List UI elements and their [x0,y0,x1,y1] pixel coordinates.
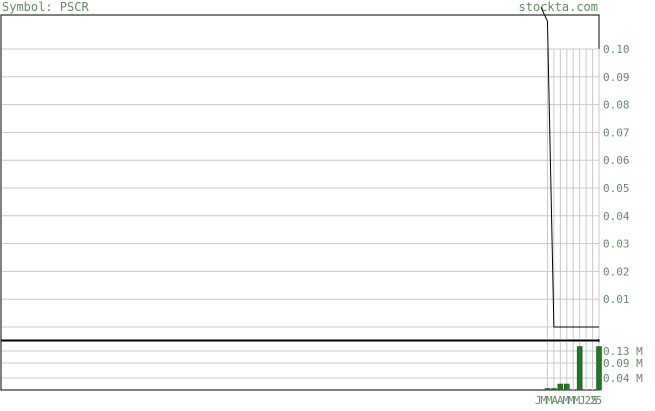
price-tick-label: 0.01 [603,293,630,306]
x-tick-label: M [568,394,575,406]
price-panel: 0.10 0.09 0.08 0.07 0.06 0.05 0.04 0.03 0.02 0.01 [0,7,630,341]
volume-frame [0,340,600,391]
x-tick-label: J [579,394,586,406]
volume-bar [557,383,564,391]
price-tick-label: 0.08 [603,99,630,112]
price-frame [0,14,600,341]
price-line [540,7,599,328]
site-label: stockta.com [519,0,598,14]
price-tick-label: 0.09 [603,71,630,84]
volume-bar [596,346,602,391]
symbol-label: Symbol: PSCR [2,0,89,14]
x-tick-label: M [563,394,570,406]
price-tick-label: 0.03 [603,238,630,251]
x-tick-label: J [535,394,542,406]
x-tick-label: M [541,394,548,406]
price-tick-label: 0.10 [603,43,630,56]
x-tick-label: A [552,394,559,406]
price-tick-label: 0.07 [603,126,630,139]
volume-bar [564,383,570,391]
x-tick-label: A [557,394,564,406]
volume-tick-label: 0.09 M [603,357,643,370]
x-tick-label: M [574,394,581,406]
price-tick-label: 0.04 [603,210,630,223]
volume-panel: 0.13 M0.09 M 0.04 M [0,340,643,391]
price-tick-label: 0.06 [603,154,630,167]
x-tick-label: 25 [585,394,598,406]
volume-tick-label: 0.04 M [603,372,643,385]
x-tick-label: M [546,394,553,406]
volume-tick-label: 0.13 M [603,345,643,358]
price-tick-label: 0.05 [603,182,630,195]
price-tick-label: 0.02 [603,265,630,278]
x-tick-label: 5 [596,394,603,406]
volume-bar [551,388,557,391]
x-tick-label: 2 [590,394,597,406]
volume-bar [544,388,551,391]
volume-bar [576,346,583,391]
